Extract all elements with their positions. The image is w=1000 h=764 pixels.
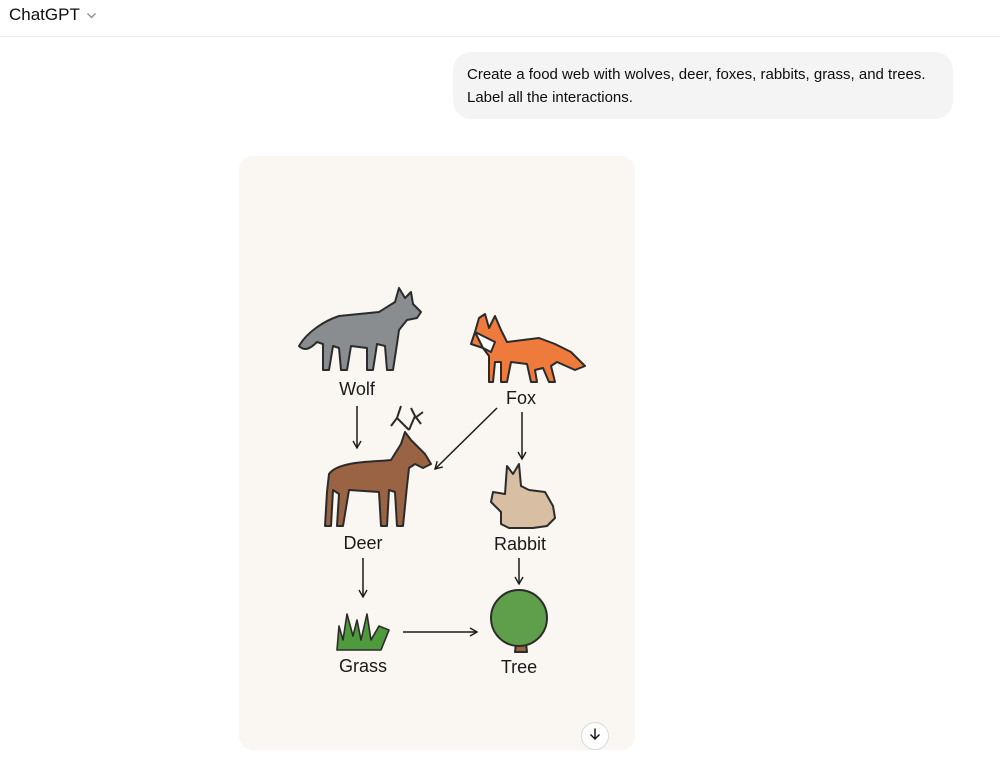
chevron-down-icon (86, 10, 97, 21)
download-button[interactable] (581, 722, 609, 750)
wolf-icon (298, 287, 422, 371)
grass-icon (336, 613, 390, 651)
top-bar: ChatGPT (0, 0, 1000, 37)
generated-image[interactable]: Wolf Fox Deer Rabbit Grass Tree (239, 156, 635, 750)
user-message-bubble: Create a food web with wolves, deer, fox… (453, 52, 953, 119)
node-label-grass: Grass (338, 656, 388, 676)
node-label-tree: Tree (500, 657, 538, 677)
arrow-fox-to-deer (433, 407, 498, 470)
node-label-fox: Fox (505, 388, 537, 408)
model-name: ChatGPT (9, 5, 80, 24)
node-label-wolf: Wolf (339, 379, 375, 399)
fox-icon (470, 313, 586, 383)
node-label-rabbit: Rabbit (493, 534, 547, 554)
food-web-diagram (298, 287, 586, 653)
user-message-line: Label all the interactions. (467, 89, 633, 106)
model-switcher[interactable]: ChatGPT (9, 4, 97, 26)
arrow-down-icon (588, 727, 602, 746)
deer-icon (324, 405, 432, 527)
user-message-line: Create a food web with wolves, deer, fox… (467, 66, 926, 83)
rabbit-icon (490, 463, 556, 529)
node-label-deer: Deer (343, 533, 383, 553)
tree-icon (490, 589, 548, 653)
